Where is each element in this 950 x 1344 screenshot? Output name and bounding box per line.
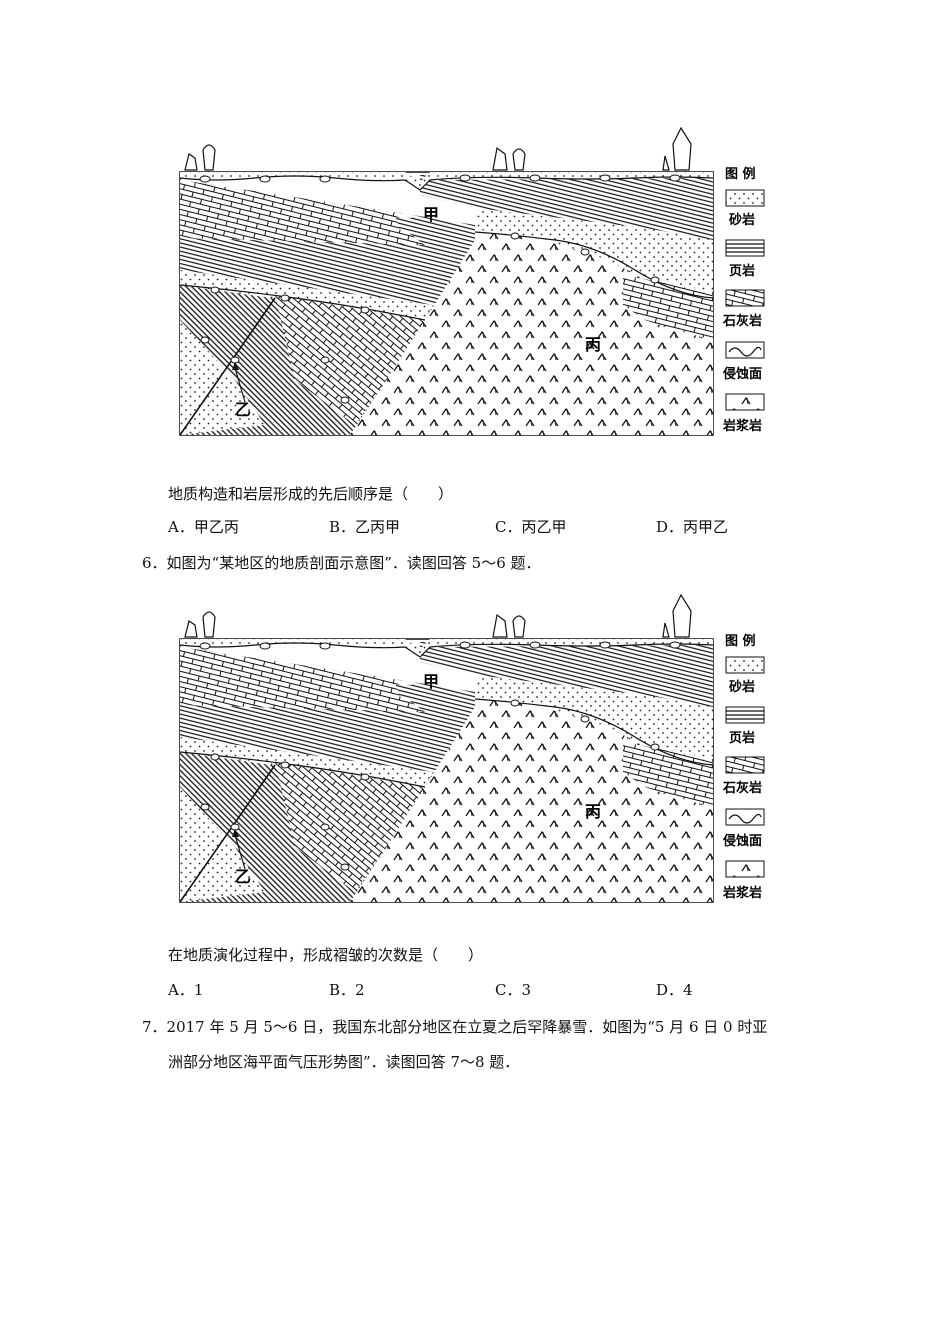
legend-title: 图 例	[725, 633, 756, 649]
label-jia: 甲	[423, 672, 439, 691]
q7-line1: 7．2017 年 5 月 5～6 日，我国东北部分地区在立夏之后罕降暴雪．如图为…	[142, 1018, 768, 1036]
legend-title: 图 例	[725, 166, 756, 182]
magma-body	[350, 699, 713, 902]
legend: 图 例 砂岩 页岩 石灰岩 侵蚀面 岩浆岩	[722, 633, 765, 901]
legend-erosion-surface: 侵蚀面	[722, 833, 762, 849]
q6-option-a[interactable]: A．1	[168, 981, 204, 999]
legend-erosion-surface: 侵蚀面	[722, 366, 762, 382]
q5-option-c[interactable]: C．丙乙甲	[495, 518, 567, 536]
q6-intro: 6．如图为“某地区的地质剖面示意图”．读图回答 5～6 题．	[142, 554, 541, 572]
label-yi: 乙	[235, 867, 251, 886]
legend-sandstone: 砂岩	[728, 679, 755, 695]
tree-icon	[184, 126, 692, 171]
q6-option-c[interactable]: C．3	[495, 981, 532, 999]
legend-sandstone: 砂岩	[728, 212, 755, 228]
q5-option-b[interactable]: B．乙丙甲	[329, 518, 401, 536]
q5-stem: 地质构造和岩层形成的先后顺序是（ ）	[168, 485, 454, 503]
legend-limestone: 石灰岩	[722, 780, 762, 796]
q5-option-a[interactable]: A．甲乙丙	[168, 518, 239, 536]
legend-magmatic-rock: 岩浆岩	[722, 418, 762, 434]
geologic-cross-section: 甲 乙 丙 图 例 砂岩 页岩 石灰岩 侵蚀面 岩浆岩	[179, 593, 765, 903]
tree-icon	[184, 593, 692, 638]
label-yi: 乙	[235, 400, 251, 419]
q7-line2: 洲部分地区海平面气压形势图”．读图回答 7～8 题．	[168, 1053, 520, 1071]
geologic-cross-section: 甲 乙 丙 图 例 砂岩 页岩 石灰岩 侵蚀面 岩浆岩	[179, 126, 765, 436]
legend-limestone: 石灰岩	[722, 313, 762, 329]
magma-body	[350, 232, 713, 435]
limestone-block-right	[623, 742, 713, 807]
label-jia: 甲	[423, 205, 439, 224]
sandstone-layer	[180, 270, 433, 320]
legend-shale: 页岩	[729, 730, 755, 746]
legend: 图 例 砂岩 页岩 石灰岩 侵蚀面 岩浆岩	[722, 166, 765, 434]
legend-magmatic-rock: 岩浆岩	[722, 885, 762, 901]
q6-option-b[interactable]: B．2	[329, 981, 365, 999]
label-bing: 丙	[585, 802, 601, 821]
q6-stem: 在地质演化过程中，形成褶皱的次数是（ ）	[168, 946, 484, 964]
fault-line	[179, 297, 276, 436]
label-bing: 丙	[585, 335, 601, 354]
q5-option-d[interactable]: D．丙甲乙	[656, 518, 729, 536]
legend-shale: 页岩	[729, 263, 755, 279]
sandstone-layer	[180, 737, 433, 787]
q6-option-d[interactable]: D．4	[656, 981, 693, 999]
figure-geologic-section-1: 甲 乙 丙 图 例 砂岩 页岩 石灰岩 侵蚀面 岩浆岩	[175, 120, 775, 440]
figure-geologic-section-2: 甲 乙 丙 图 例 砂岩 页岩 石灰岩 侵蚀面 岩浆岩	[175, 587, 775, 907]
fault-line	[179, 764, 276, 903]
limestone-block-right	[623, 275, 713, 340]
